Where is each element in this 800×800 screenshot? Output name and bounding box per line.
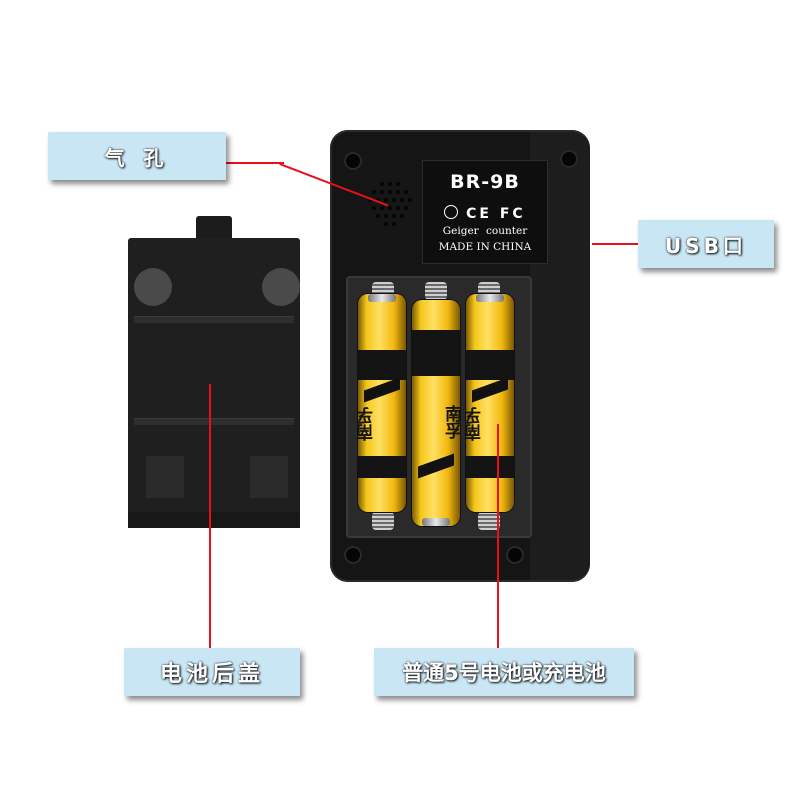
battery-spring-top-mid: [425, 282, 447, 300]
callout-air-hole: 气 孔: [48, 132, 226, 180]
battery-cover-screw-pad-left: [134, 268, 172, 306]
battery-spring-bottom-right: [478, 512, 500, 530]
origin-text: MADE IN CHINA: [438, 241, 532, 253]
battery-brand-label: 南孚: [441, 405, 460, 439]
battery-cover-foot-left: [146, 456, 184, 498]
aa-battery-center: 南孚: [412, 300, 460, 526]
screw-top-right: [560, 150, 578, 168]
ce-fc-marks: CE FC: [466, 206, 526, 222]
leader-line-battery-cover: [209, 384, 211, 650]
battery-brand-label: 南孚: [358, 407, 377, 441]
leader-line-usb: [592, 243, 640, 245]
air-hole-vent: [366, 180, 412, 234]
aa-battery-right: 南孚: [466, 294, 514, 512]
screw-bottom-left: [344, 546, 362, 564]
model-number: BR-9B: [450, 171, 520, 193]
leader-line-air-hole-a: [226, 162, 284, 164]
battery-brand-label: 南孚: [466, 407, 485, 441]
callout-usb-port: USB口: [638, 220, 774, 268]
product-type-text: Geiger counter: [442, 225, 528, 237]
battery-spring-bottom-left: [372, 512, 394, 530]
screw-top-left: [344, 152, 362, 170]
battery-cover-rib-upper: [134, 316, 294, 323]
battery-cover-rib-lower: [134, 418, 294, 425]
recycle-mark-icon: [444, 205, 459, 219]
device-label-plate: BR-9B CE FC Geiger counter MADE IN CHINA: [422, 160, 548, 264]
battery-cover-screw-pad-right: [262, 268, 300, 306]
leader-line-battery-type: [497, 424, 499, 650]
battery-cover-foot-right: [250, 456, 288, 498]
battery-cover-latch-tab: [196, 216, 232, 242]
certification-marks: CE FC: [423, 205, 547, 222]
aa-battery-left: 南孚: [358, 294, 406, 512]
callout-battery-type: 普通5号电池或充电池: [374, 648, 634, 696]
battery-cover-bottom-edge: [128, 512, 300, 528]
callout-battery-cover: 电池后盖: [124, 648, 300, 696]
screw-bottom-right: [506, 546, 524, 564]
